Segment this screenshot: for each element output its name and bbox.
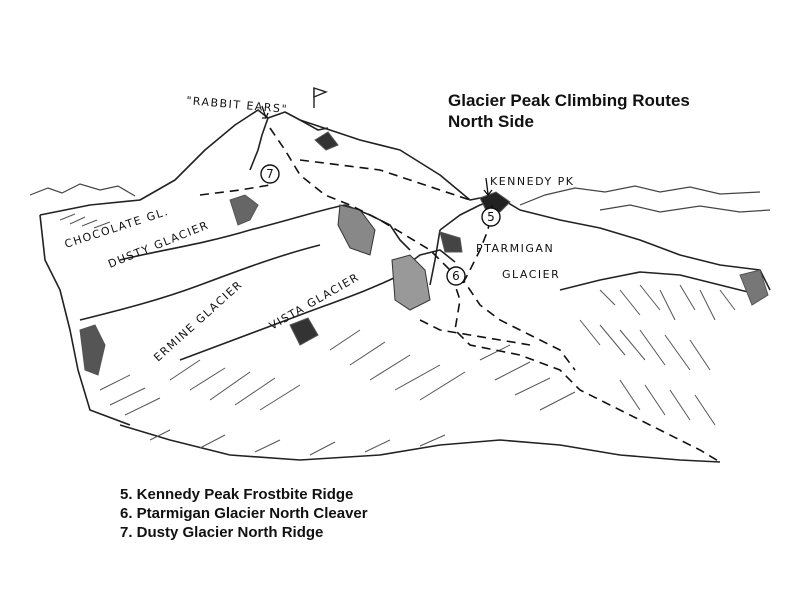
legend-item-5: 5. Kennedy Peak Frostbite Ridge — [120, 486, 354, 503]
kennedy-pk-arrow-icon — [483, 177, 493, 197]
route-marker-6: 6 — [446, 266, 466, 286]
route-legend: 5. Kennedy Peak Frostbite Ridge 6. Ptarm… — [120, 485, 368, 542]
route-7-line — [269, 127, 721, 463]
route-lower-line — [419, 319, 531, 346]
rock-hatching — [59, 131, 769, 456]
label-ermine-glacier: ERMINE GLACIER — [151, 278, 245, 364]
route-6-line — [459, 274, 576, 371]
route-descent-line — [299, 159, 471, 201]
svg-text:6: 6 — [452, 269, 460, 283]
route-marker-5: 5 — [481, 207, 501, 227]
route-marker-7: 7 — [260, 164, 280, 184]
svg-text:5: 5 — [487, 210, 495, 224]
title-line-1: Glacier Peak Climbing Routes — [448, 91, 690, 110]
label-ptarmigan-glacier-1: PTARMIGAN — [476, 242, 554, 255]
route-west-line — [199, 184, 271, 196]
distant-ridges — [29, 183, 771, 213]
legend-item-7: 7. Dusty Glacier North Ridge — [120, 524, 324, 541]
label-rabbit-ears: "RABBIT EARS" — [186, 94, 289, 116]
diagram-title: Glacier Peak Climbing Routes North Side — [448, 90, 690, 132]
pointer-arrows — [261, 105, 493, 197]
label-vista-glacier: VISTA GLACIER — [267, 270, 362, 332]
title-line-2: North Side — [448, 112, 534, 131]
summit-flag-icon — [313, 87, 328, 108]
rabbit-ears-arrow-icon — [261, 105, 269, 119]
svg-text:7: 7 — [266, 167, 274, 181]
label-ptarmigan-glacier-2: GLACIER — [502, 268, 560, 281]
label-kennedy-pk: KENNEDY PK — [490, 175, 575, 188]
legend-item-6: 6. Ptarmigan Glacier North Cleaver — [120, 505, 368, 522]
